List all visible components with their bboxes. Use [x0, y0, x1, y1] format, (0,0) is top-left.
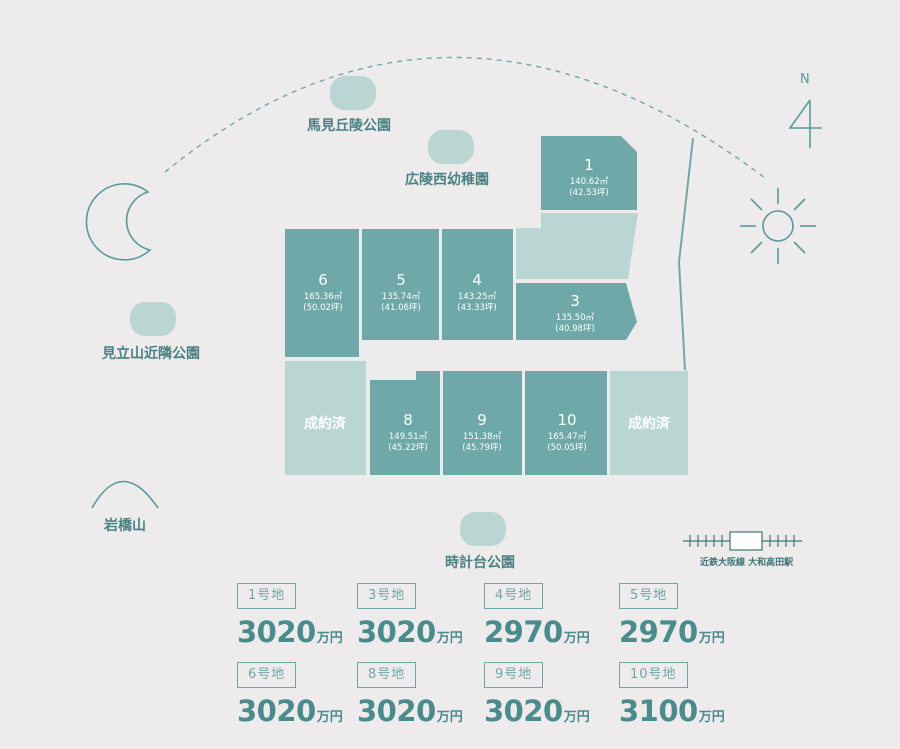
price-unit: 万円 — [563, 710, 590, 725]
park-label-mitateyama: 見立山近隣公園 — [102, 346, 200, 362]
park-icon-5 — [460, 512, 506, 546]
road-line — [677, 137, 694, 371]
lot-10-number: 10 — [557, 411, 576, 429]
price-amount: 2970 — [484, 615, 563, 649]
lot-11-sold-label: 成約済 — [628, 415, 671, 432]
lot-1-tsubo: (42.53坪) — [569, 188, 608, 198]
lot-8-area: 149.51㎡ — [389, 432, 428, 442]
lot-5-number: 5 — [396, 271, 406, 289]
price-label: 5号地 — [619, 583, 679, 609]
lot-6[interactable]: 6 165.36㎡ (50.02坪) — [285, 229, 359, 357]
price-amount: 3020 — [357, 615, 436, 649]
price-unit: 万円 — [436, 631, 463, 646]
price-amount: 3020 — [357, 694, 436, 728]
price-amount: 3100 — [619, 694, 698, 728]
price-label: 1号地 — [237, 583, 297, 609]
lot-11-sold: 成約済 — [610, 371, 688, 475]
lot-9-number: 9 — [477, 411, 487, 429]
lot-1-number: 1 — [584, 156, 594, 174]
price-amount: 2970 — [619, 615, 698, 649]
park-icon-3 — [130, 302, 176, 336]
lot-6-tsubo: (50.02坪) — [303, 303, 342, 313]
lot-4[interactable]: 4 143.25㎡ (43.33坪) — [442, 229, 513, 340]
north-arrow-icon — [788, 99, 822, 148]
price-label: 10号地 — [619, 662, 688, 688]
lot-3-area: 135.50㎡ — [556, 313, 595, 323]
park-label-clocktower: 時計台公園 — [445, 555, 515, 571]
lot-3-tsubo: (40.98坪) — [555, 324, 594, 334]
price-amount: 3020 — [237, 694, 316, 728]
north-label: N — [800, 72, 810, 87]
lot-8[interactable]: 8 149.51㎡ (45.22坪) — [370, 371, 440, 475]
lot-3-number: 3 — [570, 292, 580, 310]
lot-7-sold-label: 成約済 — [304, 415, 347, 432]
mountain-label-iwahashi: 岩橋山 — [104, 518, 146, 534]
park-label-umami: 馬見丘陵公園 — [307, 118, 391, 134]
price-amount: 3020 — [484, 694, 563, 728]
lot-4-tsubo: (43.33坪) — [457, 303, 496, 313]
lot-2-sold-area — [516, 213, 638, 279]
price-label: 9号地 — [484, 662, 544, 688]
sun-path-arc — [164, 56, 766, 179]
price-item-5: 5号地 2970万円 — [619, 583, 725, 649]
lot-8-number: 8 — [403, 411, 413, 429]
price-label: 8号地 — [357, 662, 417, 688]
price-unit: 万円 — [436, 710, 463, 725]
price-item-1: 1号地 3020万円 — [237, 583, 343, 649]
lot-10-area: 165.47㎡ — [548, 432, 587, 442]
park-icon-2 — [428, 130, 474, 164]
price-unit: 万円 — [316, 710, 343, 725]
price-label: 4号地 — [484, 583, 544, 609]
price-item-4: 4号地 2970万円 — [484, 583, 590, 649]
price-unit: 万円 — [698, 631, 725, 646]
mountain-icon — [91, 480, 159, 509]
lot-1-area: 140.62㎡ — [570, 177, 609, 187]
lot-10[interactable]: 10 165.47㎡ (50.05坪) — [525, 371, 607, 475]
lot-5-tsubo: (41.06坪) — [381, 303, 420, 313]
price-unit: 万円 — [316, 631, 343, 646]
lot-1[interactable]: 1 140.62㎡ (42.53坪) — [541, 136, 637, 210]
moon-icon — [85, 183, 152, 261]
park-label-kindergarten: 広陵西幼稚園 — [405, 172, 489, 188]
price-label: 3号地 — [357, 583, 417, 609]
sun-icon — [740, 188, 816, 264]
lot-4-area: 143.25㎡ — [458, 292, 497, 302]
price-amount: 3020 — [237, 615, 316, 649]
price-item-8: 8号地 3020万円 — [357, 662, 463, 728]
lot-5-area: 135.74㎡ — [382, 292, 421, 302]
railway-icon — [683, 531, 802, 551]
lot-10-tsubo: (50.05坪) — [547, 443, 586, 453]
lot-5[interactable]: 5 135.74㎡ (41.06坪) — [362, 229, 439, 340]
price-item-3: 3号地 3020万円 — [357, 583, 463, 649]
lot-3[interactable]: 3 135.50㎡ (40.98坪) — [516, 283, 637, 340]
lot-9[interactable]: 9 151.38㎡ (45.79坪) — [443, 371, 522, 475]
price-item-10: 10号地 3100万円 — [619, 662, 725, 728]
lot-4-number: 4 — [472, 271, 482, 289]
lot-8-tsubo: (45.22坪) — [388, 443, 427, 453]
lot-9-area: 151.38㎡ — [463, 432, 502, 442]
park-icon-1 — [330, 76, 376, 110]
lot-7-sold: 成約済 — [285, 361, 366, 475]
station-label: 近鉄大阪線 大和高田駅 — [700, 558, 794, 568]
price-unit: 万円 — [698, 710, 725, 725]
lot-9-tsubo: (45.79坪) — [462, 443, 501, 453]
price-unit: 万円 — [563, 631, 590, 646]
price-item-6: 6号地 3020万円 — [237, 662, 343, 728]
price-item-9: 9号地 3020万円 — [484, 662, 590, 728]
lot-6-area: 165.36㎡ — [304, 292, 343, 302]
lot-6-number: 6 — [318, 271, 328, 289]
price-label: 6号地 — [237, 662, 297, 688]
